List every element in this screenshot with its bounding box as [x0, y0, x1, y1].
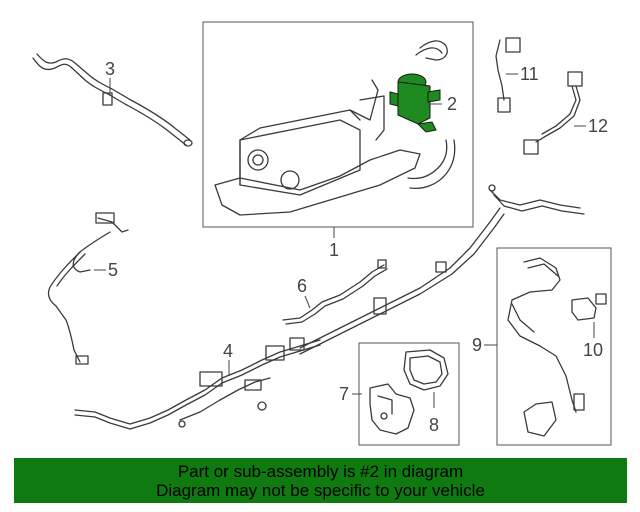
- gasket-part-8[interactable]: [403, 349, 449, 391]
- tube-part-6[interactable]: [282, 259, 388, 325]
- canister-part-1[interactable]: [214, 79, 421, 216]
- hose-part-3[interactable]: [32, 53, 193, 147]
- fuel-line-part-4[interactable]: [74, 337, 321, 430]
- harness-part-12[interactable]: [523, 71, 583, 155]
- callout-4: 4: [223, 341, 233, 361]
- callout-9: 9: [472, 335, 482, 355]
- banner-line-part-number: Part or sub-assembly is #2 in diagram: [177, 461, 464, 481]
- callout-5: 5: [108, 260, 118, 280]
- banner-line-disclaimer: Diagram may not be specific to your vehi…: [156, 480, 485, 500]
- part-info-banner: Part or sub-assembly is #2 in diagram Di…: [14, 458, 627, 503]
- hose-lower[interactable]: [407, 139, 456, 190]
- callout-8: 8: [429, 415, 439, 435]
- sensor-part-11[interactable]: [495, 37, 521, 113]
- callout-3: 3: [105, 59, 115, 79]
- callout-7: 7: [339, 384, 349, 404]
- callout-10: 10: [583, 340, 603, 360]
- callout-11: 11: [520, 64, 539, 84]
- callout-1: 1: [329, 240, 339, 260]
- harness-group-box: [496, 247, 612, 446]
- vent-tube-part-5[interactable]: [47, 212, 129, 365]
- callout-6: 6: [297, 276, 307, 296]
- sensor-part-10[interactable]: [571, 293, 607, 321]
- harness-part-9[interactable]: [507, 257, 585, 437]
- callout-2: 2: [447, 94, 457, 114]
- bracket-group-box: [358, 342, 460, 446]
- callout-12: 12: [588, 116, 608, 136]
- purge-valve-part-2[interactable]: [389, 73, 441, 133]
- bracket-part-7[interactable]: [369, 383, 415, 435]
- parts-diagram: 3 2 1 11 12 5 6 4 9 10 7 8: [32, 21, 612, 446]
- hose-upper[interactable]: [415, 40, 448, 61]
- long-fuel-lines[interactable]: [299, 184, 585, 355]
